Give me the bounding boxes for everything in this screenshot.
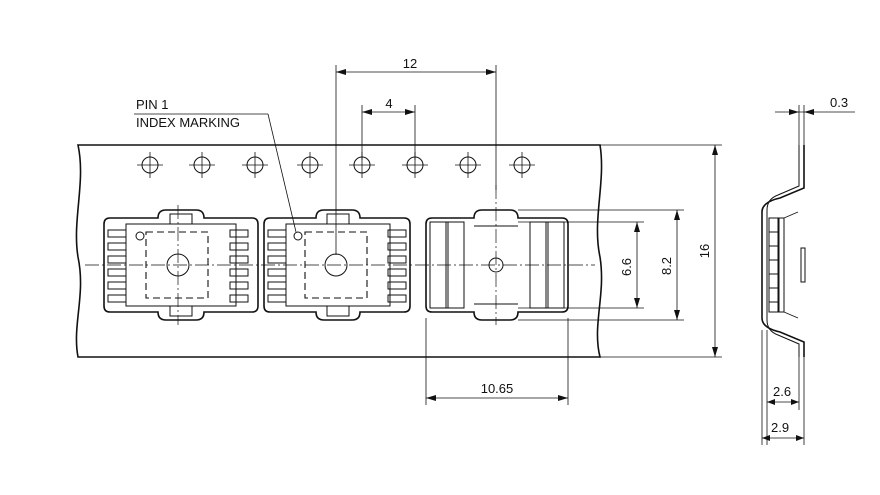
pin1-label-line2: INDEX MARKING — [136, 115, 240, 130]
pin1-callout: PIN 1 INDEX MARKING — [134, 97, 297, 233]
empty-pocket — [425, 185, 569, 325]
dim-label-10-65: 10.65 — [481, 381, 514, 396]
dim-label-6-6: 6.6 — [619, 258, 634, 276]
dim-label-16: 16 — [697, 244, 712, 258]
sprocket-holes — [137, 152, 535, 178]
dim-label-2-9: 2.9 — [771, 420, 789, 435]
dimension-hole-pitch: 4 — [361, 96, 416, 160]
dimension-pocket-length: 10.65 — [425, 318, 569, 405]
dim-label-0-3: 0.3 — [830, 95, 848, 110]
dimension-pocket-depths: 2.6 2.9 — [761, 330, 805, 445]
dim-label-2-6: 2.6 — [773, 384, 791, 399]
tape-side-view — [761, 145, 806, 357]
dimension-tape-thickness: 0.3 — [775, 95, 855, 145]
component-pocket — [103, 205, 259, 325]
dim-label-4: 4 — [385, 96, 392, 111]
pin1-index-mark — [293, 231, 303, 241]
carrier-tape — [75, 144, 603, 358]
pin1-label-line1: PIN 1 — [136, 97, 169, 112]
dimension-tape-width: 16 — [600, 144, 722, 358]
dim-label-12: 12 — [403, 56, 417, 71]
dimension-pocket-pitch: 12 — [335, 56, 497, 255]
component-pocket — [263, 209, 411, 321]
dimension-pocket-heights: 6.6 8.2 — [518, 209, 684, 321]
dim-label-8-2: 8.2 — [659, 257, 674, 275]
